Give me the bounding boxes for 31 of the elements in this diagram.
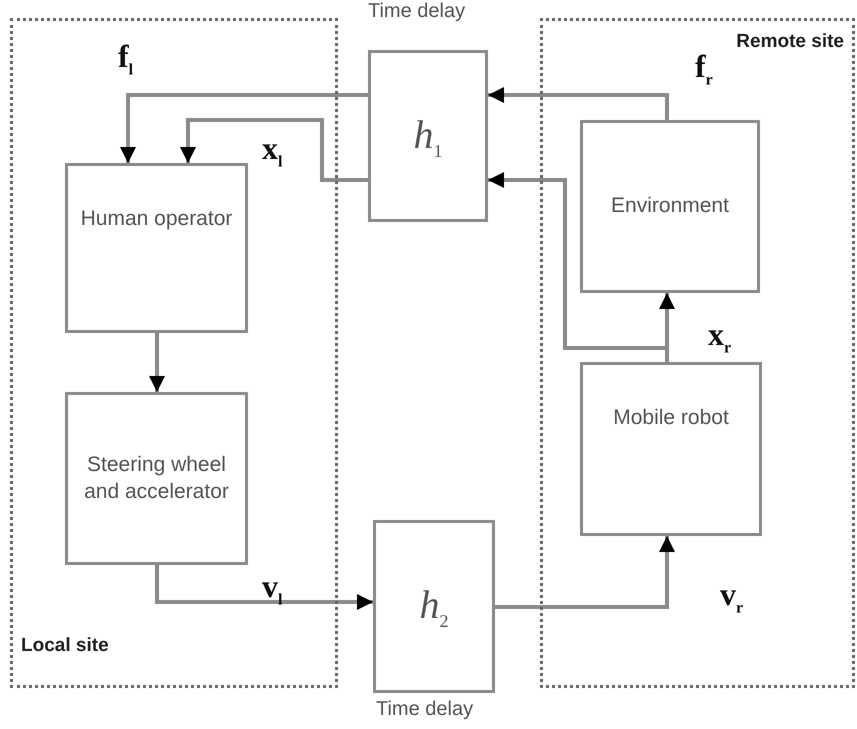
- edge-label: v$_{r}$: [720, 578, 744, 616]
- arrow: [488, 87, 669, 120]
- block-caption: Time delay: [376, 698, 474, 721]
- arrow: [180, 118, 368, 182]
- block-caption: Time delay: [368, 0, 466, 23]
- edge-label: f$_{r}$: [695, 50, 713, 88]
- process-box: [580, 362, 762, 536]
- region-title: Remote site: [736, 31, 844, 53]
- edge-label: x$_{l}$: [262, 132, 282, 170]
- region-title: Local site: [21, 635, 109, 657]
- edge-label: f$_{l}$: [118, 40, 134, 78]
- box-label: Human operator: [80, 206, 232, 232]
- edge-label: v$_{l}$: [262, 570, 282, 608]
- process-box: [65, 163, 248, 333]
- arrow: [488, 172, 669, 362]
- process-box: [580, 120, 760, 293]
- box-label: Environment: [611, 193, 729, 220]
- site-region: [540, 18, 855, 688]
- edge-label: x$_{r}$: [708, 318, 732, 356]
- block-symbol: h$_{1}$: [414, 110, 442, 162]
- arrow: [120, 93, 368, 163]
- delay-block: [373, 520, 495, 693]
- arrow: [155, 565, 373, 610]
- process-box: [65, 392, 248, 565]
- site-region: [10, 18, 338, 688]
- arrow: [495, 536, 675, 609]
- box-label: Mobile robot: [613, 405, 729, 431]
- delay-block: [368, 50, 488, 222]
- block-symbol: h$_{2}$: [420, 581, 448, 633]
- arrow: [149, 333, 165, 392]
- box-label: Steering wheel and accelerator: [83, 452, 230, 504]
